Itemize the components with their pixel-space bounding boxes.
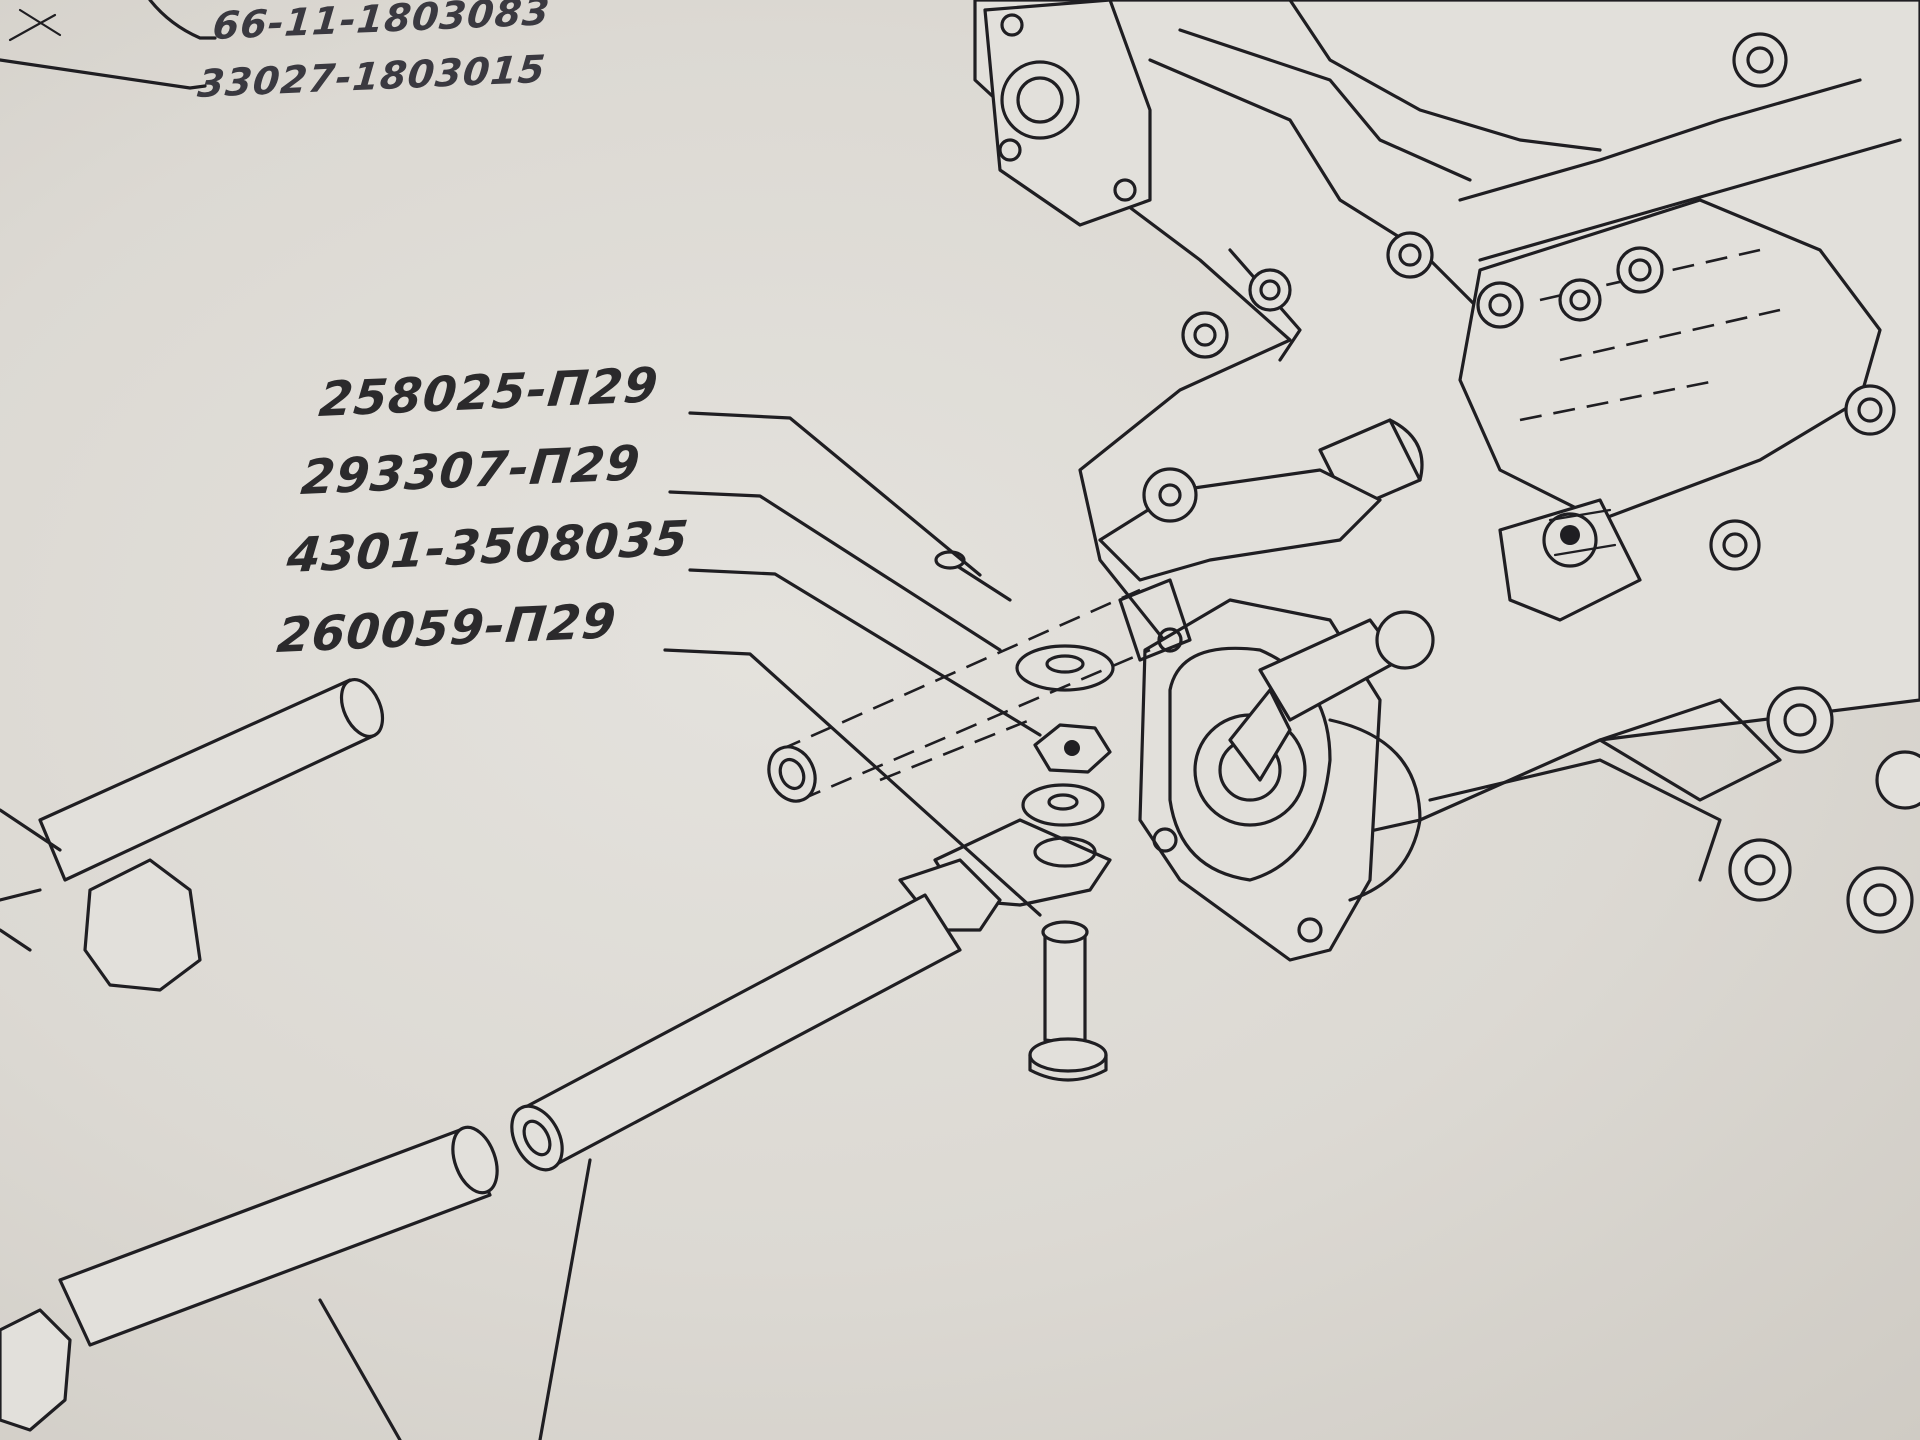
rod-clevis (898, 818, 1112, 932)
bottom-rod (0, 1125, 499, 1440)
selector-lever (1098, 467, 1435, 782)
upper-tube (767, 588, 1151, 803)
main-rod (510, 893, 962, 1440)
top-leader-lines (0, 0, 217, 90)
fastener-stack (934, 550, 1115, 1082)
gearbox-housing (973, 0, 1920, 934)
label-leader-lines (663, 411, 1042, 917)
left-rod (0, 678, 385, 992)
